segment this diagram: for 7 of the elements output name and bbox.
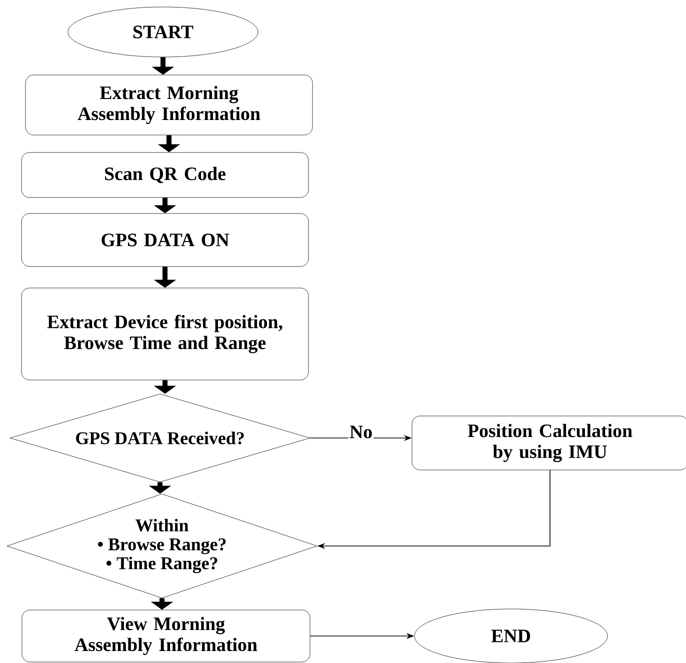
process-box: Extract Device first position, Browse Time and Range [21,288,309,380]
process-box: GPS DATA ON [21,213,309,267]
process-box: View Morning Assembly Information [22,610,310,662]
process-box: Scan QR Code [21,152,309,198]
edge-label: No [348,424,374,440]
process-box: Position Calculation by using IMU [412,416,686,470]
process-box: Extract Morning Assembly Information [25,74,313,136]
